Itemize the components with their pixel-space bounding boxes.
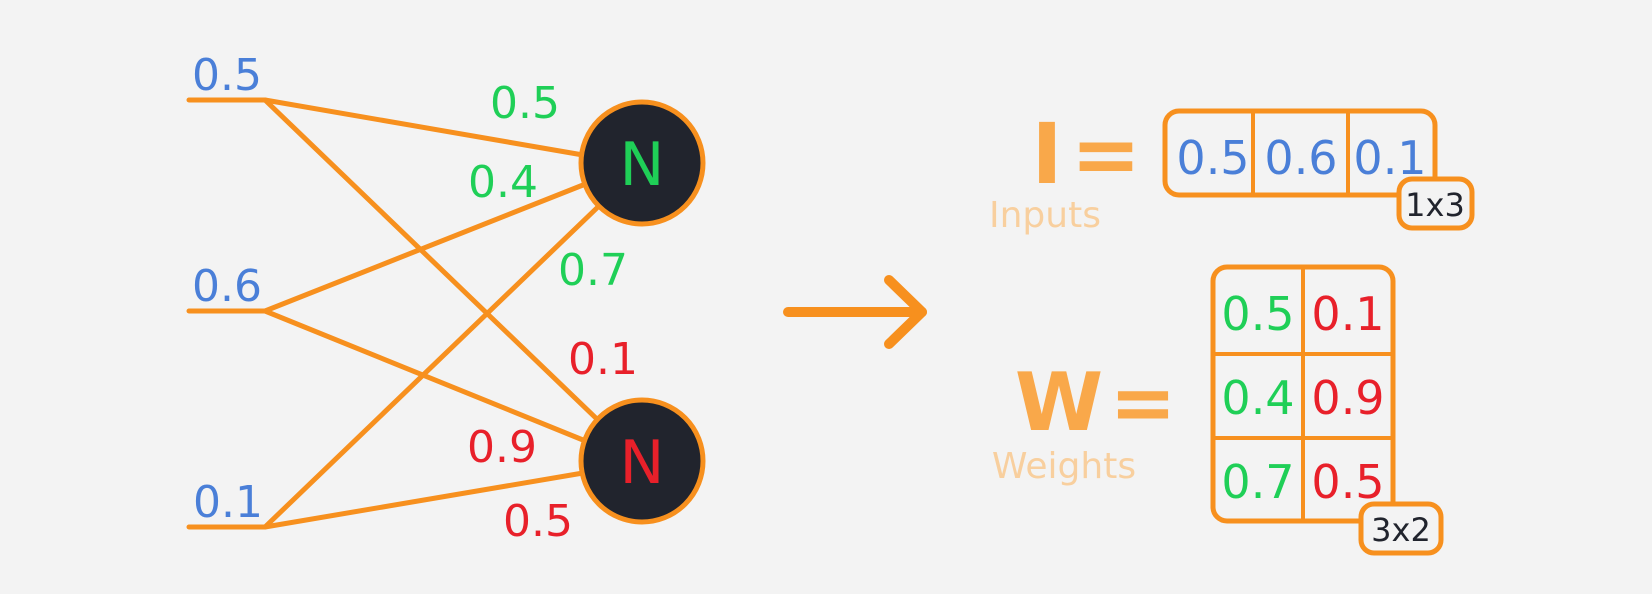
inputs-cell: 0.6 [1264, 131, 1337, 185]
weights-cell: 0.9 [1311, 371, 1384, 425]
inputs-symbol: I [1031, 105, 1062, 203]
weights-cell: 0.7 [1221, 455, 1294, 509]
weight-label: 0.7 [558, 245, 628, 296]
input-value-1: 0.5 [192, 50, 262, 101]
weights-symbol: W [1015, 356, 1103, 449]
inputs-cell: 0.1 [1353, 131, 1426, 185]
weight-label: 0.5 [503, 496, 573, 547]
weights-matrix-group: W = Weights 0.5 0.1 0.4 0.9 0.7 0.5 3x2 [992, 264, 1444, 556]
weight-label: 0.9 [467, 422, 537, 473]
weights-shape-badge: 3x2 [1358, 501, 1444, 556]
input-value-3: 0.1 [193, 477, 263, 528]
inputs-shape-label: 1x3 [1405, 186, 1465, 224]
neuron-label: N [620, 130, 665, 200]
inputs-equals: = [1071, 105, 1141, 203]
neuron-1: N [578, 99, 706, 227]
edge-input3-neuron1 [262, 202, 603, 530]
weights-cell: 0.5 [1221, 287, 1294, 341]
edge-input3-neuron2 [262, 470, 586, 530]
weight-label: 0.1 [568, 334, 638, 385]
weights-shape-label: 3x2 [1371, 511, 1431, 549]
weights-cell: 0.1 [1311, 287, 1384, 341]
inputs-caption: Inputs [989, 195, 1101, 236]
inputs-shape-badge: 1x3 [1396, 176, 1475, 231]
edge-input1-neuron1 [262, 97, 586, 158]
network-graph: 0.5 0.6 0.1 0.5 0.4 0.7 0.1 0.9 0.5 N N [186, 50, 706, 547]
edge-input2-neuron1 [262, 182, 586, 314]
weights-cell: 0.5 [1311, 455, 1384, 509]
neuron-label: N [620, 428, 665, 498]
connections [186, 97, 603, 530]
inputs-cell: 0.5 [1176, 131, 1249, 185]
arrow-right-icon [783, 275, 927, 349]
neuron-2: N [578, 397, 706, 525]
weights-caption: Weights [992, 446, 1136, 487]
weights-equals: = [1109, 356, 1176, 449]
weights-cell: 0.4 [1221, 371, 1294, 425]
edge-input2-neuron2 [262, 308, 586, 443]
weights-matrix: 0.5 0.1 0.4 0.9 0.7 0.5 [1210, 264, 1396, 524]
weight-label: 0.4 [468, 157, 538, 208]
inputs-matrix: 0.5 0.6 0.1 [1162, 108, 1438, 198]
weight-label: 0.5 [490, 78, 560, 129]
inputs-matrix-group: I = Inputs 0.5 0.6 0.1 1x3 [989, 105, 1475, 236]
input-value-2: 0.6 [192, 261, 262, 312]
edge-input1-neuron2 [262, 97, 603, 425]
